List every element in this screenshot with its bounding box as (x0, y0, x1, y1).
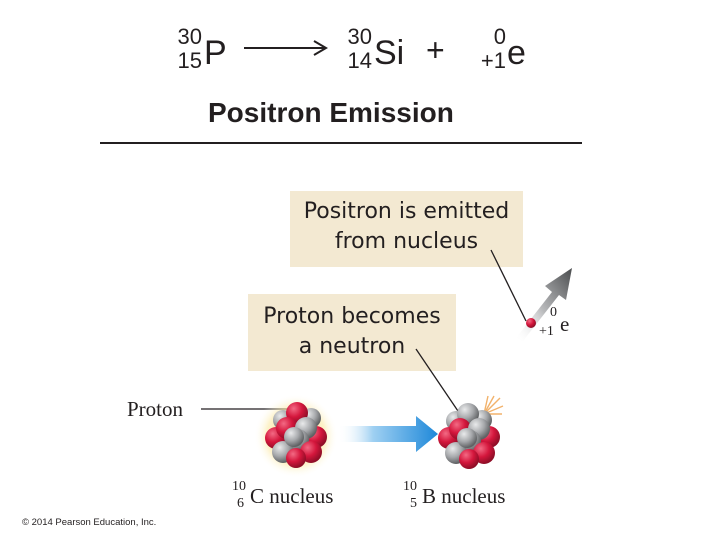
leader-line-becomes (416, 349, 460, 414)
boron-atomic-number: 5 (410, 497, 417, 511)
transformation-arrow (338, 416, 438, 452)
boron-nucleus-text: B nucleus (422, 485, 505, 507)
positron-label-charge: +1 (539, 325, 554, 339)
carbon-nucleus-label: 10 6 C nucleus (232, 480, 372, 516)
positron-particle-label: 0 +1 e (536, 306, 586, 346)
boron-nucleus-label: 10 5 B nucleus (403, 480, 543, 516)
carbon-atomic-number: 6 (237, 497, 244, 511)
emitted-positron-particle (526, 318, 536, 328)
boron-10-nucleus (438, 396, 503, 469)
carbon-nucleus-text: C nucleus (250, 485, 333, 507)
leader-line-emitted (491, 250, 526, 321)
copyright-notice: © 2014 Pearson Education, Inc. (22, 517, 156, 528)
positron-label-mass: 0 (550, 306, 557, 320)
positron-label-symbol: e (560, 313, 569, 335)
carbon-10-nucleus (254, 394, 338, 478)
carbon-mass-number: 10 (232, 480, 246, 494)
boron-mass-number: 10 (403, 480, 417, 494)
proton-label: Proton (127, 398, 183, 420)
